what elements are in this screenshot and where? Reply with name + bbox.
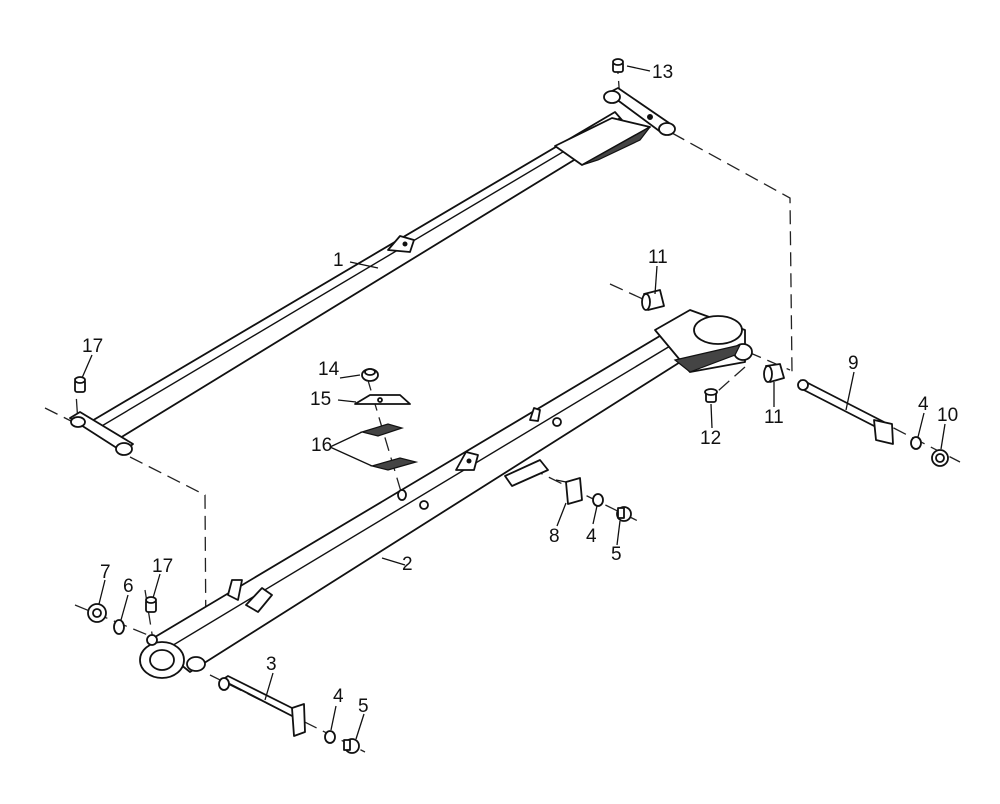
washer-4-right [910,436,922,450]
callout-5-bottom: 5 [358,696,369,717]
bolt-5-bottom [343,738,360,754]
callout-9: 9 [848,353,859,374]
callout-13: 13 [652,62,673,83]
grease-fitting-upper [74,376,86,393]
leader-lines [81,65,946,740]
callout-4-right: 4 [918,394,929,415]
callout-labels: 1 2 3 13 11 11 12 9 4 10 8 4 5 14 15 16 … [82,62,958,717]
grease-fitting-12 [704,388,718,403]
callout-4-bottom: 4 [333,686,344,707]
nut-14 [361,368,379,382]
nut-7 [87,603,107,623]
clip-15 [354,394,411,405]
grease-fitting-13 [612,58,624,73]
callout-4-mid: 4 [586,526,597,547]
callout-10: 10 [937,405,958,426]
callout-1: 1 [333,250,344,271]
nut-10 [931,449,949,467]
pivot-pin-3 [218,675,306,737]
callout-15: 15 [310,389,331,410]
grease-fitting-lower [145,596,158,646]
callout-12: 12 [700,428,721,449]
callout-11-bottom: 11 [764,407,784,428]
callout-17-lower: 17 [152,556,173,577]
callout-6: 6 [123,576,134,597]
callout-11-top: 11 [648,247,668,268]
shims-16 [359,423,419,471]
callout-7: 7 [100,562,111,583]
frame-arm-lower [139,309,753,679]
callout-8: 8 [549,526,560,547]
callout-5-mid: 5 [611,544,622,565]
washer-6 [113,619,125,635]
bushing-11-bottom [763,363,785,383]
washer-4-mid [592,493,604,507]
callout-3: 3 [266,654,277,675]
bushing-11-top [641,289,665,311]
pivot-pin-9 [797,379,894,445]
callout-16: 16 [311,435,332,456]
callout-14: 14 [318,359,340,380]
washer-4-bottom [324,730,336,744]
callout-2: 2 [402,554,413,575]
frame-arm-upper [69,58,676,456]
bolt-5-mid [616,506,632,522]
callout-17-upper: 17 [82,336,103,357]
clamp-8 [555,477,583,505]
